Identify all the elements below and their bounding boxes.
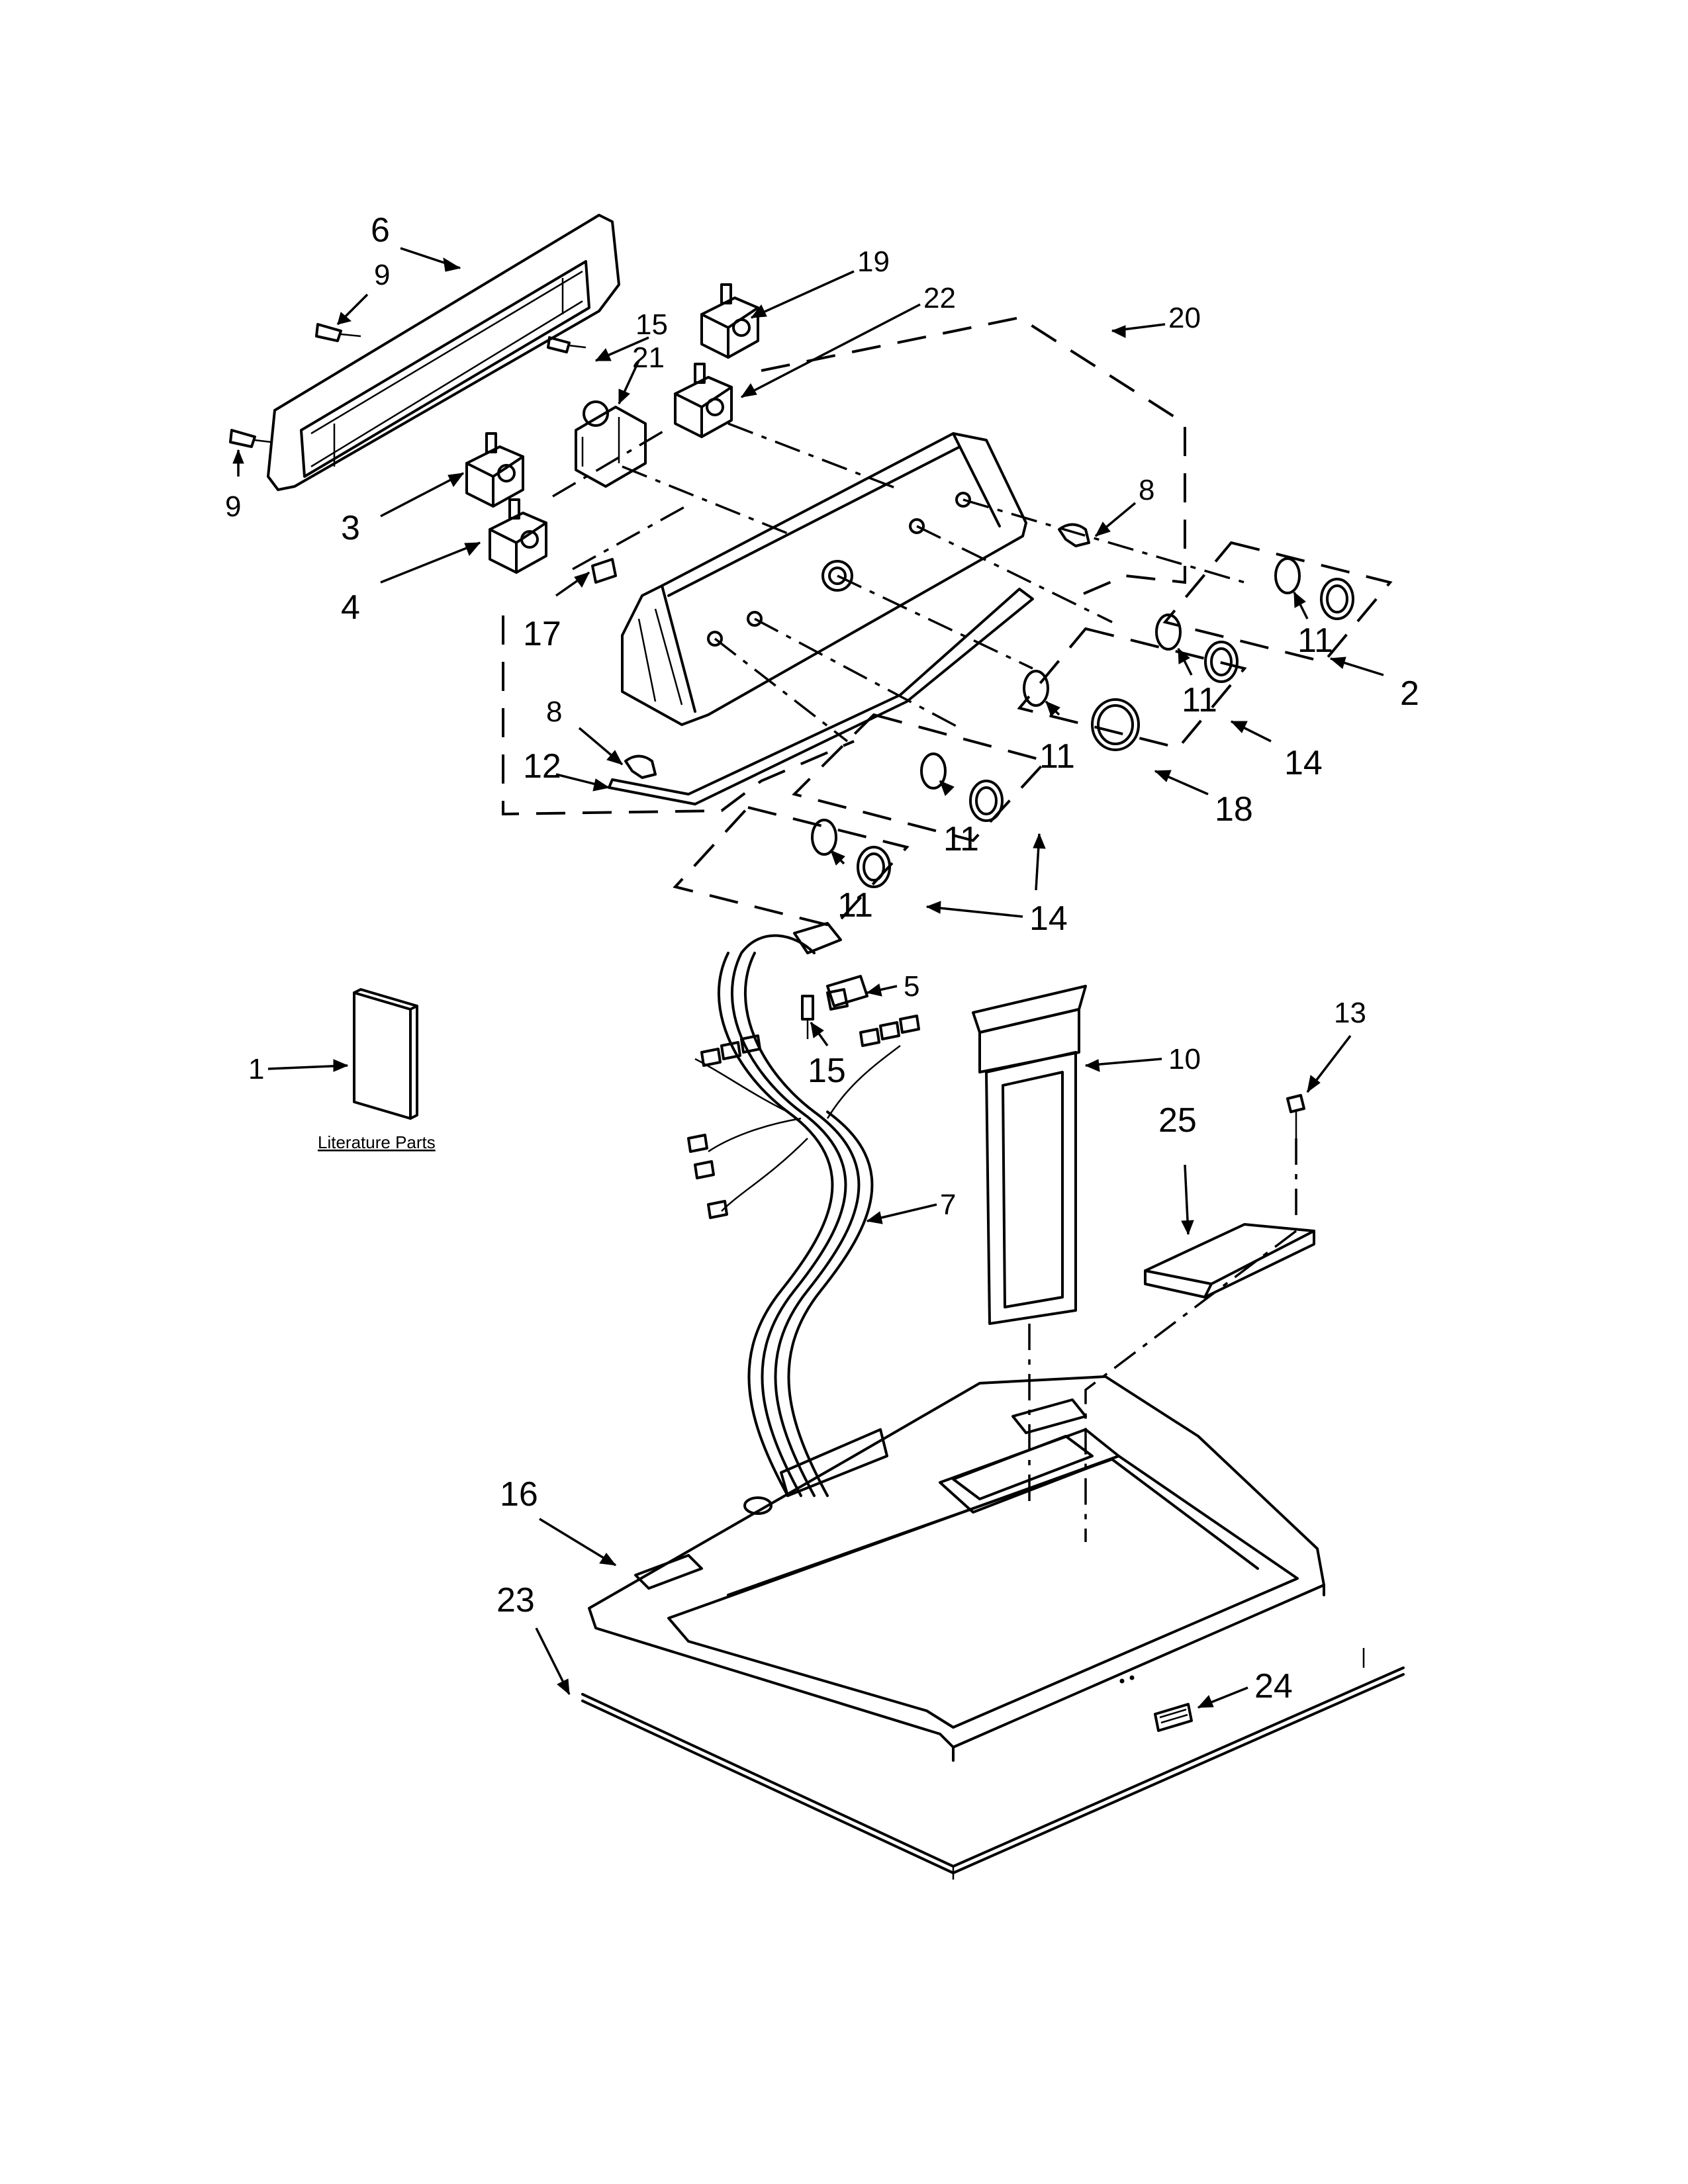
callout-9-lower: 9 [225,490,241,523]
callout-11-e: 11 [837,886,873,925]
callout-14-upper: 14 [1284,744,1323,782]
screw-part-15-upper [547,336,586,353]
lint-filter-part-10 [972,985,1087,1325]
callout-23: 23 [496,1581,535,1619]
callout-24: 24 [1254,1667,1293,1706]
clip-part-8-right [1058,523,1090,547]
assembly-lines-lower [1028,1230,1297,1542]
switch-part-4 [489,498,547,574]
callout-14-lower: 14 [1029,899,1068,938]
badge-part-24 [1119,1675,1193,1732]
knob-part-11-d [811,819,891,888]
screw-part-13 [1286,1094,1305,1224]
callout-4: 4 [341,588,360,627]
control-console [621,432,1027,726]
bracket-part-25 [1144,1223,1315,1298]
callout-3: 3 [341,509,360,547]
switch-part-19 [700,283,759,359]
callout-8-right: 8 [1139,474,1154,506]
switch-part-3 [465,432,524,508]
callout-11-d: 11 [943,820,979,858]
callout-labels: 6 9 9 3 4 17 15 21 19 22 20 8 8 12 11 11… [225,211,1419,1706]
clip-part-17 [591,558,617,584]
timer-part-21 [575,400,647,488]
screw-part-9-upper [315,323,361,342]
wire-harness-part-7 [687,922,920,1497]
screw-part-9-lower [229,429,272,448]
callout-22: 22 [923,282,956,314]
callout-18: 18 [1215,790,1253,829]
strip-part-23 [581,1648,1405,1880]
literature-booklet-part-1 [353,988,418,1120]
clip-part-8-left [624,754,657,779]
top-cover-part-16 [588,1375,1325,1762]
callout-7: 7 [940,1189,956,1221]
callout-10: 10 [1168,1043,1201,1075]
connector-part-5 [826,975,868,1007]
literature-parts-label: Literature Parts [318,1132,436,1152]
callout-2: 2 [1400,674,1419,713]
callout-16: 16 [500,1475,538,1514]
rear-panel-part-6 [267,214,620,491]
callout-19: 19 [857,246,890,278]
callout-5: 5 [904,970,919,1003]
callout-1: 1 [248,1053,264,1085]
knob-part-11-c [920,752,1004,822]
callout-20: 20 [1168,302,1201,334]
callout-12: 12 [523,747,561,786]
callout-21: 21 [632,341,665,374]
switch-part-22 [674,363,733,438]
callout-6: 6 [371,211,390,250]
callout-17: 17 [523,615,561,653]
callout-11-a: 11 [1297,621,1333,660]
callout-8-left: 8 [546,696,562,728]
callout-15-upper: 15 [635,308,668,341]
screw-part-15-lower [801,995,814,1039]
knob-part-11-b [1155,614,1239,683]
knob-part-11-a [1274,557,1354,620]
rod-part-12 [608,588,1034,805]
group-boundaries [502,316,1393,929]
callout-15-lower: 15 [808,1052,846,1090]
callout-11-c: 11 [1039,737,1075,776]
leader-arrows [232,247,1384,1709]
callout-11-b: 11 [1182,681,1217,719]
callout-25: 25 [1158,1101,1197,1140]
callout-9-upper: 9 [374,259,390,291]
knob-part-18 [1023,670,1140,751]
callout-13: 13 [1334,997,1366,1029]
